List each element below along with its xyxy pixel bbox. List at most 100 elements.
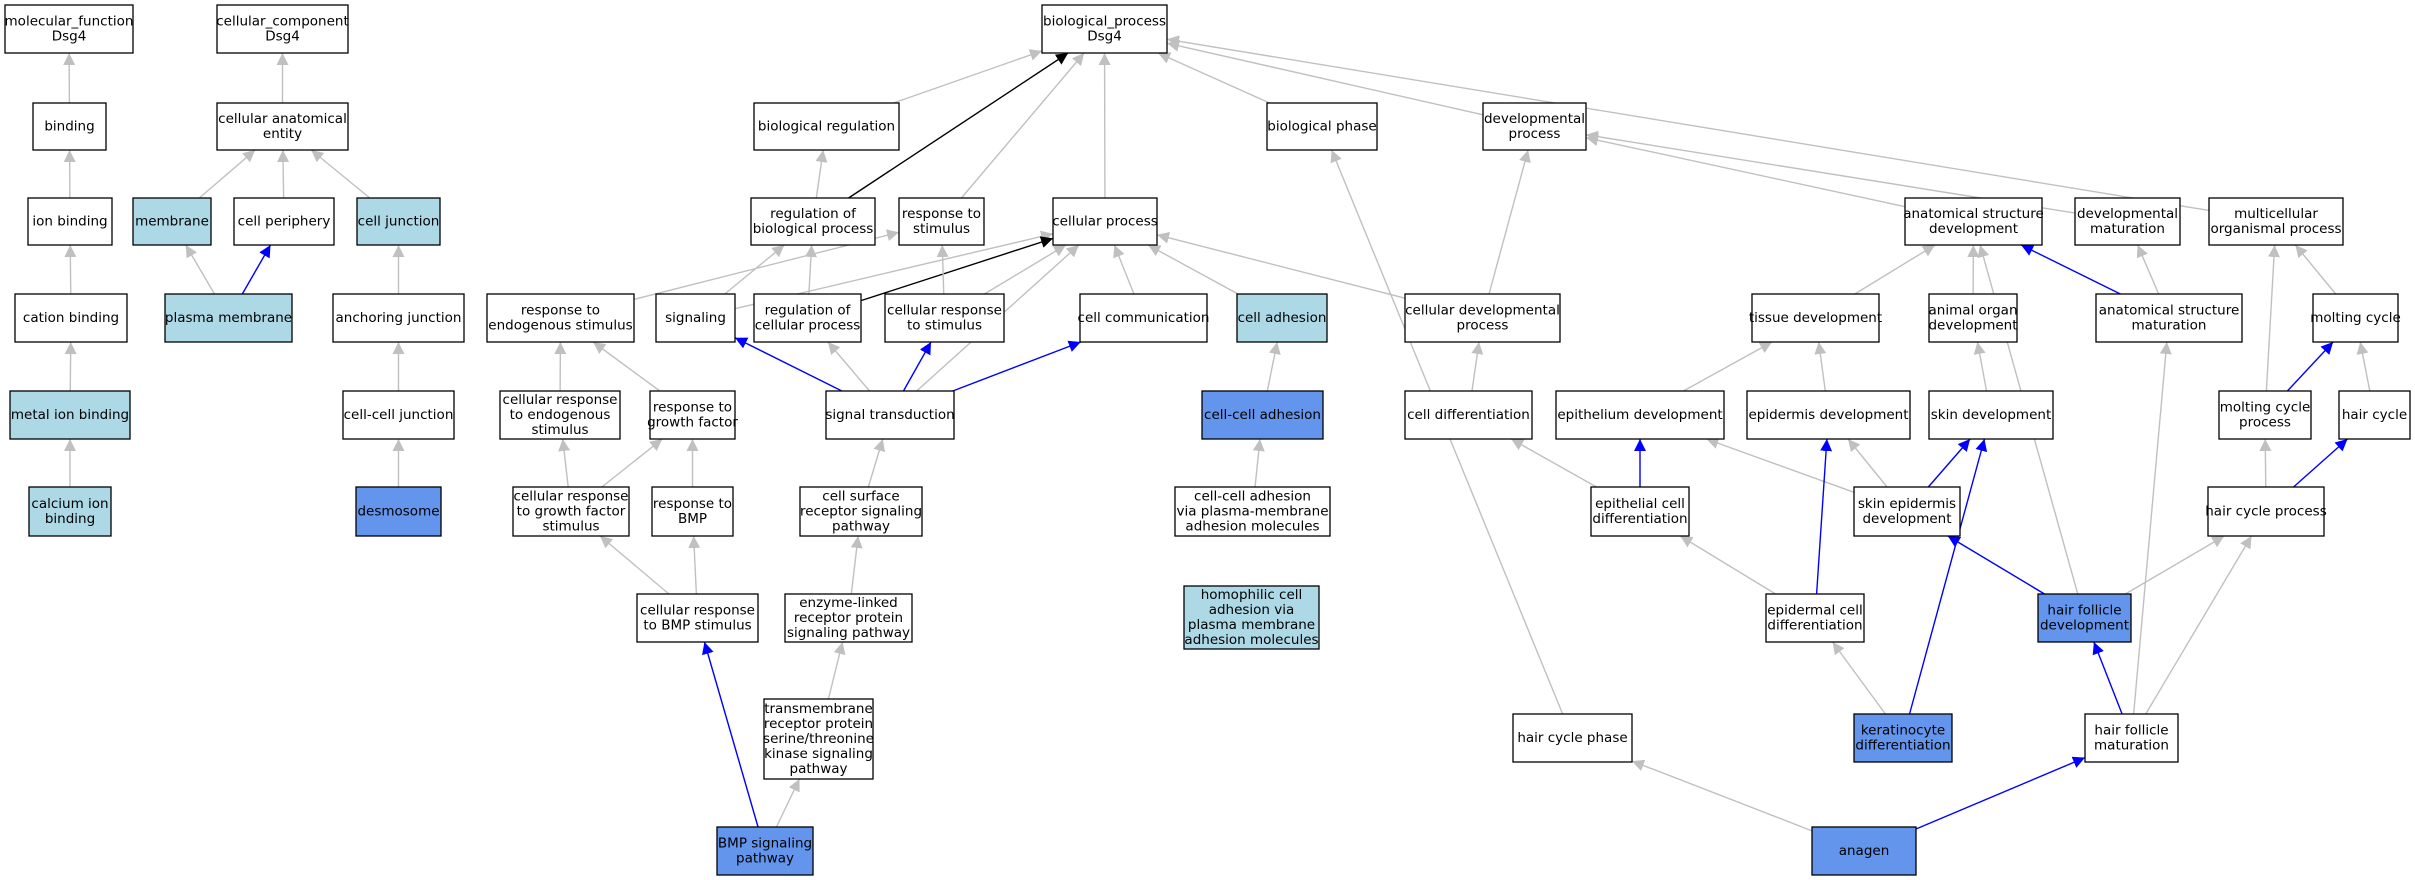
node-label-line: to growth factor bbox=[517, 504, 626, 520]
node-box bbox=[1512, 713, 1633, 763]
node-label-line: differentiation bbox=[1592, 511, 1687, 527]
edge-celladh-to-cellproc bbox=[1147, 244, 1239, 295]
node-label-line: pathway bbox=[736, 851, 794, 867]
node-box bbox=[1174, 486, 1331, 537]
edge-sked-to-epidd bbox=[1847, 438, 1888, 488]
node-label-line: developmental bbox=[1484, 111, 1585, 127]
edge-ccapm-to-ccadh bbox=[1252, 438, 1265, 488]
go-term-node-biophase: biological phase bbox=[1266, 102, 1378, 151]
edge-molt-to-mop bbox=[2294, 244, 2337, 295]
node-label-line: entity bbox=[263, 126, 302, 142]
go-term-node-celladh: cell adhesion bbox=[1236, 293, 1328, 343]
node-label-line: biological phase bbox=[1267, 119, 1376, 135]
node-label-line: development bbox=[1928, 318, 2017, 334]
node-label-line: membrane bbox=[135, 214, 209, 230]
node-box bbox=[342, 390, 455, 440]
node-label-line: stimulus bbox=[531, 422, 588, 438]
go-term-node-ionb: ion binding bbox=[27, 197, 113, 246]
node-label-line: process bbox=[1457, 318, 1509, 334]
node-label-line: process bbox=[1509, 126, 1561, 142]
node-box bbox=[1853, 486, 1961, 537]
node-label-line: homophilic cell bbox=[1201, 587, 1303, 603]
node-box bbox=[636, 593, 759, 643]
node-box bbox=[655, 293, 736, 343]
node-box bbox=[2074, 197, 2181, 246]
node-label-line: cellular response bbox=[514, 489, 629, 505]
edge-sked-to-epid bbox=[1706, 437, 1855, 494]
node-label-line: tissue development bbox=[1749, 310, 1882, 326]
edge-bmp-to-tmrp bbox=[775, 778, 801, 828]
node-label-line: cellular response bbox=[887, 303, 1002, 319]
node-box bbox=[2218, 390, 2312, 440]
node-label-line: binding bbox=[45, 511, 95, 527]
edge-edcd-to-epcd bbox=[1679, 535, 1776, 595]
edge-hcp-to-hairc bbox=[2293, 438, 2348, 488]
node-label-line: BMP bbox=[678, 511, 707, 527]
node-label-line: pathway bbox=[790, 761, 848, 777]
node-label-line: cell communication bbox=[1078, 310, 1210, 326]
node-box bbox=[486, 293, 635, 343]
go-term-node-binding: binding bbox=[32, 102, 107, 151]
node-box bbox=[1482, 102, 1587, 151]
edge-signaling-to-regbp bbox=[724, 244, 785, 295]
edge-asd-to-devproc bbox=[1585, 134, 1906, 208]
go-term-node-cellproc: cellular process bbox=[1052, 197, 1158, 246]
node-label-line: via plasma-membrane bbox=[1176, 504, 1328, 520]
edge-hfm-to-hcp bbox=[2145, 535, 2253, 715]
node-box bbox=[1746, 390, 1911, 440]
node-label-line: to BMP stimulus bbox=[643, 618, 751, 634]
node-box bbox=[1904, 197, 2043, 246]
edge-crgf-to-crendo bbox=[558, 438, 571, 488]
node-label-line: molecular_function bbox=[5, 14, 134, 30]
node-label-line: cellular response bbox=[640, 603, 755, 619]
edge-cellresp-to-respstim bbox=[936, 244, 949, 295]
edge-kerad-to-skind bbox=[1908, 438, 1988, 715]
node-box bbox=[1041, 4, 1168, 54]
edge-respstim-to-bp bbox=[960, 52, 1085, 199]
node-label-line: adhesion molecules bbox=[1185, 519, 1319, 535]
edge-tmrp-to-elrp bbox=[827, 641, 846, 700]
node-label-line: Dsg4 bbox=[52, 29, 87, 45]
node-label-line: differentiation bbox=[1767, 618, 1862, 634]
node-box bbox=[164, 293, 293, 343]
node-label-line: biological regulation bbox=[758, 119, 895, 135]
node-box bbox=[1404, 293, 1561, 343]
edge-anagen-to-hfm bbox=[1915, 756, 2086, 830]
node-label-line: stimulus bbox=[542, 519, 599, 535]
node-label-line: cellular process bbox=[1052, 214, 1158, 230]
go-term-node-pmem: plasma membrane bbox=[164, 293, 293, 343]
edge-anagen-to-hcphase bbox=[1631, 759, 1813, 832]
node-label-line: ion binding bbox=[32, 214, 107, 230]
go-term-node-anchj: anchoring junction bbox=[332, 293, 465, 343]
node-label-line: developmental bbox=[2077, 206, 2178, 222]
node-box bbox=[356, 197, 441, 246]
node-label-line: response to bbox=[653, 496, 732, 512]
node-box bbox=[651, 486, 734, 537]
node-label-line: epidermal cell bbox=[1767, 603, 1863, 619]
node-label-line: cellular_component bbox=[216, 14, 348, 30]
node-label-line: metal ion binding bbox=[11, 407, 129, 423]
edge-kerad-to-edcd bbox=[1832, 641, 1886, 715]
node-box bbox=[132, 197, 212, 246]
node-label-line: anagen bbox=[1839, 843, 1890, 859]
